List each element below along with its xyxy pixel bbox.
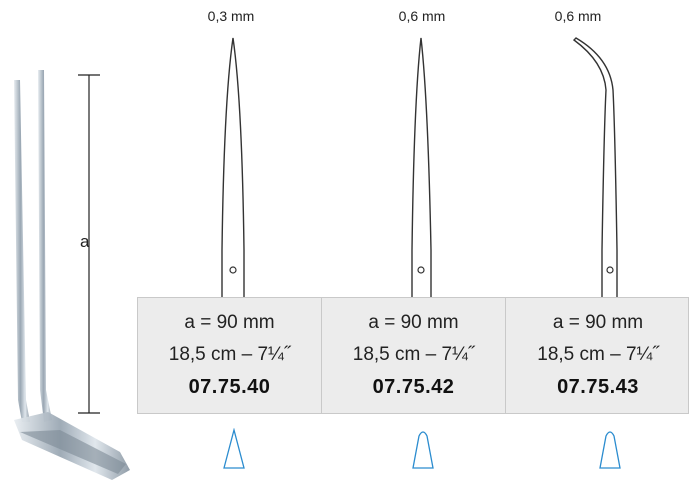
rounded-tip-icon: [412, 431, 434, 469]
spec-a-value: a = 90 mm: [368, 311, 459, 333]
spec-column-1: a = 90 mm 18,5 cm – 7¼˝ 07.75.40: [138, 298, 322, 413]
spec-table: a = 90 mm 18,5 cm – 7¼˝ 07.75.40 a = 90 …: [137, 297, 689, 414]
instrument-outline-1: [221, 37, 245, 298]
pointed-tip-icon: [223, 428, 245, 469]
instrument-drawings: [221, 37, 618, 298]
spec-length: 18,5 cm – 7¼˝: [537, 343, 659, 365]
tip-width-label-2: 0,6 mm: [398, 8, 446, 24]
spec-column-2: a = 90 mm 18,5 cm – 7¼˝ 07.75.42: [322, 298, 506, 413]
spec-a-value: a = 90 mm: [184, 311, 275, 333]
rounded-tip-icon: [599, 431, 621, 469]
instrument-outline-3: [572, 37, 618, 298]
spec-a-value: a = 90 mm: [552, 311, 644, 333]
dimension-label: a: [80, 232, 90, 251]
spec-length: 18,5 cm – 7¼˝: [168, 343, 291, 365]
product-code: 07.75.42: [372, 376, 455, 399]
product-code: 07.75.43: [557, 376, 639, 399]
spec-column-3: a = 90 mm 18,5 cm – 7¼˝ 07.75.43: [506, 298, 690, 413]
instrument-outline-2: [411, 37, 432, 298]
dimension-bracket: [78, 74, 100, 414]
product-code: 07.75.40: [188, 376, 271, 399]
tip-width-label-1: 0,3 mm: [207, 8, 255, 24]
forceps-photo: [14, 70, 130, 480]
spec-length: 18,5 cm – 7¼˝: [352, 343, 475, 365]
tip-width-label-3: 0,6 mm: [554, 8, 602, 24]
